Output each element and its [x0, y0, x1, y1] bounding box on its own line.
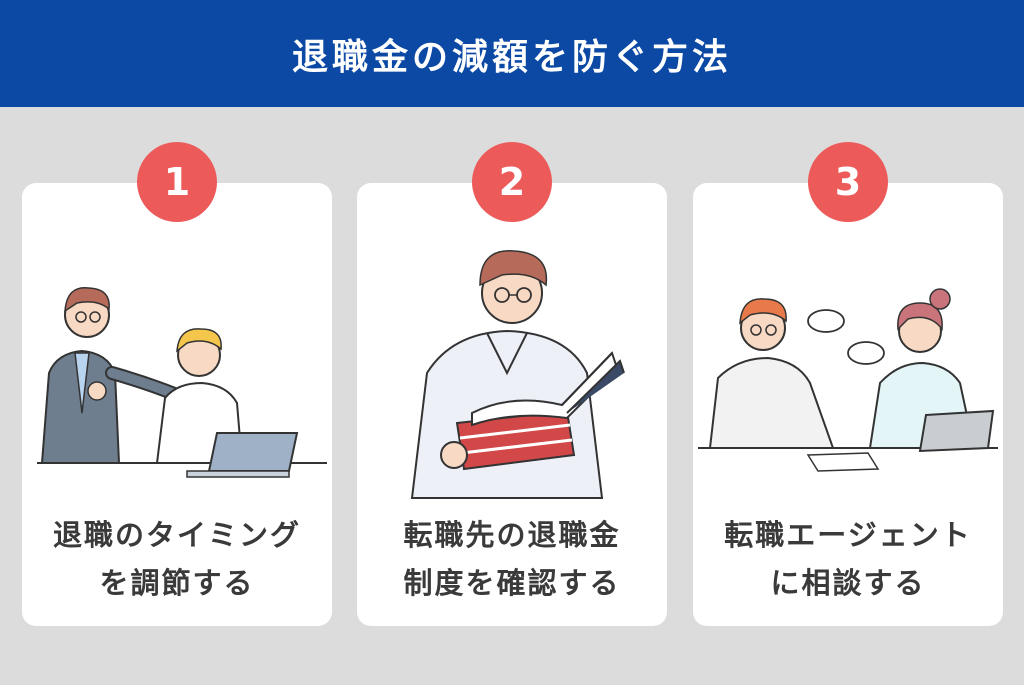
caption-line-2: を調節する — [99, 566, 255, 600]
man-reading-book-illustration — [410, 250, 625, 499]
header-banner: 退職金の減額を防ぐ方法 — [0, 0, 1024, 107]
page-title: 退職金の減額を防ぐ方法 — [291, 36, 732, 78]
caption-line-2: 制度を確認する — [403, 566, 621, 600]
caption-line-1: 転職先の退職金 — [403, 518, 621, 552]
consultation-meeting-illustration — [698, 288, 998, 472]
method-caption-2: 転職先の退職金 制度を確認する — [357, 511, 667, 607]
method-caption-3: 転職エージェント に相談する — [693, 511, 1003, 607]
method-card-3: 転職エージェント に相談する — [693, 183, 1003, 626]
boss-praising-worker-illustration — [37, 286, 327, 478]
caption-line-1: 退職のタイミング — [52, 518, 301, 552]
caption-line-2: に相談する — [770, 566, 926, 600]
method-card-2: 転職先の退職金 制度を確認する — [357, 183, 667, 626]
method-card-1: 退職のタイミング を調節する — [22, 183, 332, 626]
caption-line-1: 転職エージェント — [724, 518, 972, 552]
method-caption-1: 退職のタイミング を調節する — [22, 511, 332, 607]
step-number-badge-1: 1 — [137, 142, 217, 222]
step-number-badge-2: 2 — [472, 142, 552, 222]
step-number-badge-3: 3 — [808, 142, 888, 222]
